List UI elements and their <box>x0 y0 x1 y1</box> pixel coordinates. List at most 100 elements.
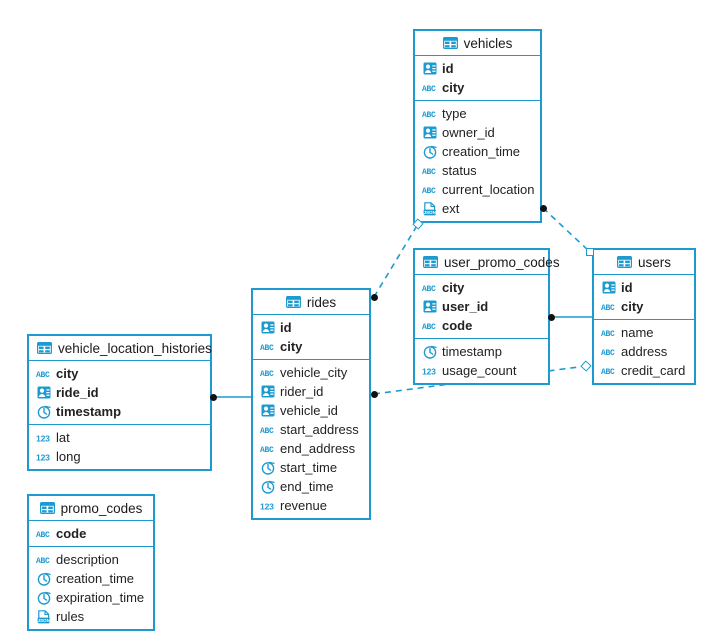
column-promo_codes-creation_time[interactable]: creation_time <box>29 569 153 588</box>
identity-icon <box>260 321 275 335</box>
column-label: current_location <box>442 182 535 197</box>
key-column-vehicles-city[interactable]: ABC city <box>415 78 540 97</box>
column-rides-end_time[interactable]: end_time <box>253 477 369 496</box>
column-label: revenue <box>280 498 327 513</box>
svg-text:JSON: JSON <box>423 209 436 214</box>
column-vehicles-current_location[interactable]: ABC current_location <box>415 180 540 199</box>
column-rides-vehicle_id[interactable]: vehicle_id <box>253 401 369 420</box>
column-label: creation_time <box>56 571 135 586</box>
abc-icon: ABC <box>422 81 437 95</box>
key-column-vehicle_location_histories-timestamp[interactable]: timestamp <box>29 402 210 421</box>
abc-icon: ABC <box>260 340 275 354</box>
table-title-user_promo_codes[interactable]: user_promo_codes <box>415 250 560 275</box>
table-name: users <box>637 254 671 270</box>
abc-icon: ABC <box>36 367 51 381</box>
column-vehicles-creation_time[interactable]: creation_time <box>415 142 540 161</box>
column-label: status <box>442 163 477 178</box>
column-vehicles-owner_id[interactable]: owner_id <box>415 123 540 142</box>
column-user_promo_codes-timestamp[interactable]: timestamp <box>415 342 548 361</box>
column-rides-start_time[interactable]: start_time <box>253 458 369 477</box>
number-icon: 123 <box>36 450 51 464</box>
table-title-promo_codes[interactable]: promo_codes <box>29 496 153 521</box>
relationship-target-marker-vehicles-to-users <box>586 248 594 256</box>
key-column-vehicle_location_histories-ride_id[interactable]: ride_id <box>29 383 210 402</box>
relationship-line-rides-to-vehicles[interactable] <box>373 223 419 298</box>
column-label: usage_count <box>442 363 517 378</box>
table-icon <box>423 255 438 269</box>
identity-icon <box>422 300 437 314</box>
column-label: timestamp <box>56 404 122 419</box>
key-column-vehicles-id[interactable]: id <box>415 59 540 78</box>
abc-icon: ABC <box>422 183 437 197</box>
relationship-source-dot-vehicles-to-users <box>539 204 547 212</box>
column-label: code <box>56 526 87 541</box>
table-title-rides[interactable]: rides <box>253 290 369 315</box>
svg-text:ABC: ABC <box>601 304 615 313</box>
column-promo_codes-expiration_time[interactable]: expiration_time <box>29 588 153 607</box>
abc-icon: ABC <box>601 364 616 378</box>
table-title-users[interactable]: users <box>594 250 694 275</box>
abc-icon: ABC <box>422 281 437 295</box>
relationship-line-vehicles-to-users[interactable] <box>542 207 591 253</box>
column-label: type <box>442 106 467 121</box>
column-label: end_address <box>280 441 356 456</box>
column-label: start_time <box>280 460 338 475</box>
table-title-vehicles[interactable]: vehicles <box>415 31 540 56</box>
table-name: vehicle_location_histories <box>58 340 212 356</box>
table-title-vehicle_location_histories[interactable]: vehicle_location_histories <box>29 336 212 361</box>
relationship-source-dot-vehicle-location-histories-to-rides <box>209 393 217 401</box>
clock-icon <box>36 405 51 419</box>
column-label: city <box>442 80 465 95</box>
key-column-user_promo_codes-user_id[interactable]: user_id <box>415 297 548 316</box>
key-column-promo_codes-code[interactable]: ABC code <box>29 524 153 543</box>
column-vehicles-status[interactable]: ABC status <box>415 161 540 180</box>
svg-text:ABC: ABC <box>36 371 50 380</box>
column-label: rider_id <box>280 384 324 399</box>
column-rides-rider_id[interactable]: rider_id <box>253 382 369 401</box>
column-vehicle_location_histories-long[interactable]: 123 long <box>29 447 210 466</box>
abc-icon: ABC <box>422 164 437 178</box>
table-icon <box>616 255 632 269</box>
number-icon: 123 <box>36 431 51 445</box>
column-label: timestamp <box>442 344 502 359</box>
clock-icon <box>36 572 51 586</box>
relationship-target-marker-rides-to-users <box>580 360 592 372</box>
svg-text:123: 123 <box>422 366 436 376</box>
key-column-users-id[interactable]: id <box>594 278 694 297</box>
column-label: long <box>56 449 81 464</box>
column-user_promo_codes-usage_count[interactable]: 123 usage_count <box>415 361 548 380</box>
key-column-rides-id[interactable]: id <box>253 318 369 337</box>
table-name: vehicles <box>463 35 513 51</box>
svg-text:ABC: ABC <box>36 531 50 540</box>
